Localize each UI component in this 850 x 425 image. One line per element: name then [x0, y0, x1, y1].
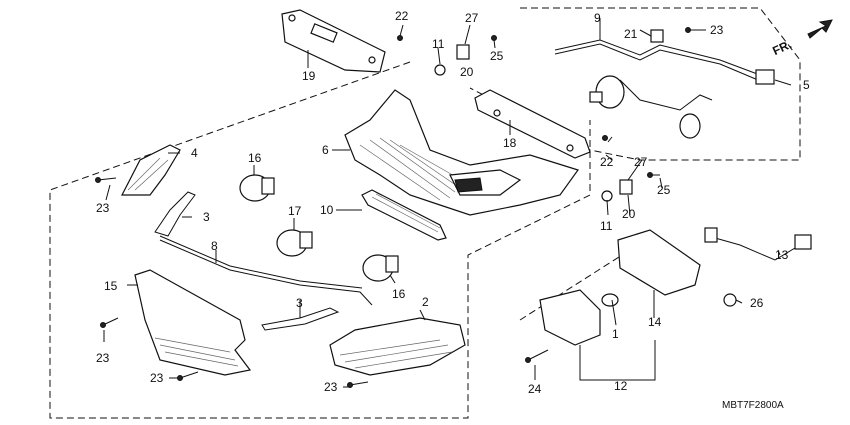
- harness-group-outline: [469, 7, 801, 161]
- clip-21: [650, 29, 664, 43]
- left-lens-15: [134, 269, 252, 376]
- license-lamp-assembly: [539, 229, 701, 346]
- callout-16a: 16: [248, 151, 262, 165]
- callout-4: 4: [191, 146, 198, 160]
- callout-10: 10: [320, 203, 334, 217]
- front-direction-arrow: FR.: [770, 19, 833, 58]
- callout-26: 26: [750, 296, 764, 310]
- callout-11b: 11: [600, 219, 613, 233]
- lamp-harness-13: [704, 227, 812, 261]
- front-direction-label: FR.: [770, 37, 793, 58]
- bulb-16-upper: [239, 174, 275, 202]
- callout-3b: 3: [296, 296, 303, 310]
- callout-24: 24: [528, 382, 542, 396]
- callout-3a: 3: [203, 210, 210, 224]
- callout-27b: 27: [634, 155, 648, 169]
- main-group-outline: [49, 61, 591, 419]
- marker-lens-4: [121, 144, 181, 196]
- callout-13: 13: [775, 248, 789, 262]
- bracket-18: [474, 89, 591, 159]
- callout-20b: 20: [622, 207, 636, 221]
- collar-20a: [456, 44, 470, 60]
- callout-11: 11: [432, 37, 445, 51]
- callout-14: 14: [648, 315, 662, 329]
- callout-12: 12: [614, 379, 628, 393]
- callout-21: 21: [624, 27, 638, 41]
- grommet-11a: [434, 64, 446, 76]
- drawing-code: MBT7F2800A: [722, 400, 784, 411]
- callout-16b: 16: [392, 287, 406, 301]
- callout-19: 19: [302, 69, 316, 83]
- callout-18: 18: [503, 136, 517, 150]
- nut-26: [723, 293, 737, 307]
- right-lens-2: [329, 317, 466, 376]
- wire-harness-9: [554, 39, 775, 139]
- callout-15: 15: [104, 279, 118, 293]
- grommet-11b: [601, 190, 613, 202]
- callout-22b: 22: [600, 155, 614, 169]
- leader-lines: [103, 18, 792, 388]
- gasket-3-upper: [154, 191, 196, 237]
- wire-guide-8: [159, 239, 373, 306]
- callout-17: 17: [288, 204, 302, 218]
- callout-8: 8: [211, 239, 218, 253]
- callout-25: 25: [490, 49, 504, 63]
- callout-5: 5: [803, 78, 810, 92]
- callout-23e: 23: [710, 23, 724, 37]
- callout-20: 20: [460, 65, 474, 79]
- callout-9: 9: [594, 11, 601, 25]
- callout-22: 22: [395, 9, 409, 23]
- license-bracket-19: [281, 9, 386, 73]
- bulb-17: [276, 229, 313, 257]
- callout-23a: 23: [96, 201, 110, 215]
- callout-23b: 23: [96, 351, 110, 365]
- tail-lamp-housing-6: [344, 89, 579, 216]
- callout-23d: 23: [324, 380, 338, 394]
- screw-group: [95, 27, 691, 388]
- callout-23c: 23: [150, 371, 164, 385]
- collar-20b: [619, 179, 633, 195]
- bulb-16-lower: [362, 254, 399, 282]
- callout-1: 1: [612, 327, 619, 341]
- callout-27: 27: [465, 11, 479, 25]
- callout-6: 6: [322, 143, 329, 157]
- callout-2: 2: [422, 295, 429, 309]
- callout-labels: 22 27 11 20 25 19 6 10 4 23 3 8 15 23 23…: [96, 9, 810, 396]
- callout-25b: 25: [657, 183, 671, 197]
